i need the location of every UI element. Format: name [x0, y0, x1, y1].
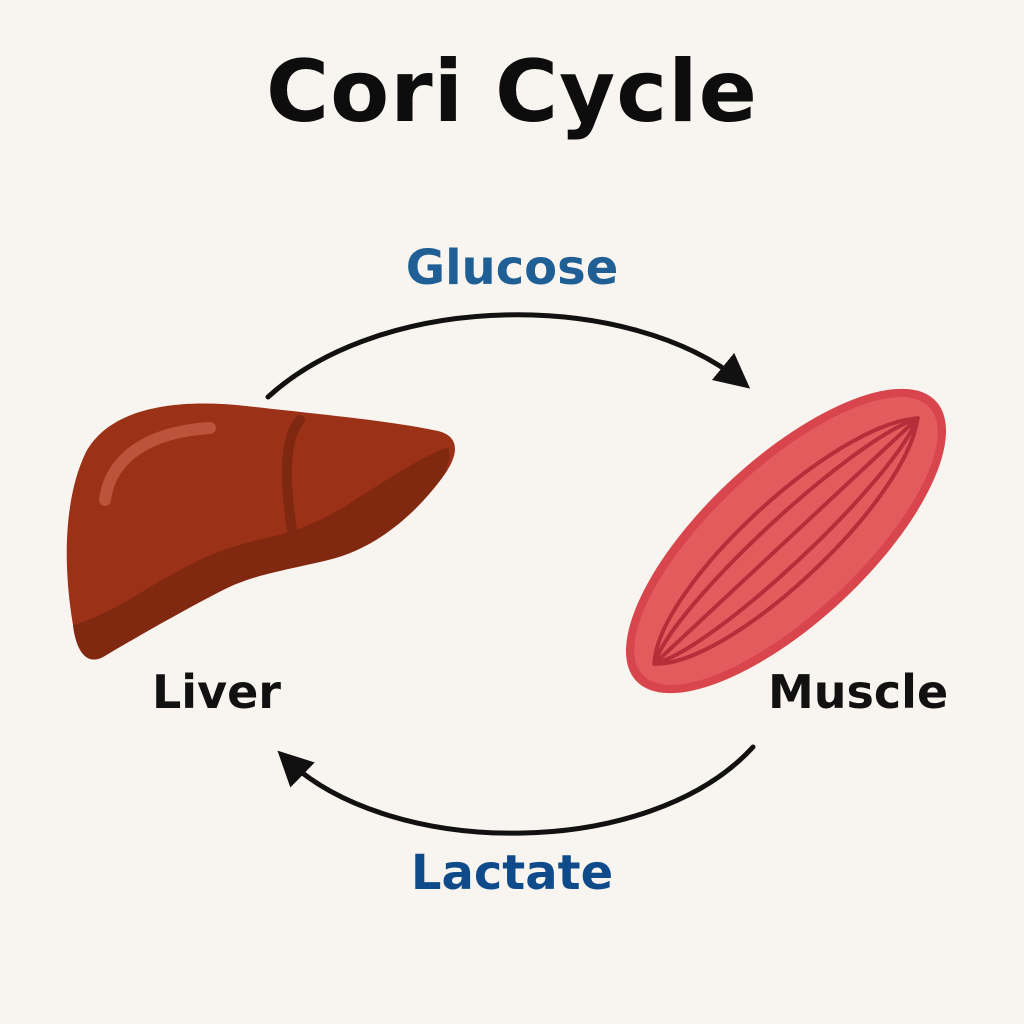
lactate-label: Lactate: [410, 845, 614, 901]
muscle-icon: [625, 388, 947, 694]
lactate-arrow: [277, 744, 756, 836]
liver-label: Liver: [152, 665, 281, 719]
glucose-arrow: [265, 312, 751, 400]
page-title: Cori Cycle: [266, 42, 758, 142]
liver-icon: [66, 403, 455, 660]
muscle-label: Muscle: [768, 665, 949, 719]
glucose-label: Glucose: [405, 240, 619, 296]
